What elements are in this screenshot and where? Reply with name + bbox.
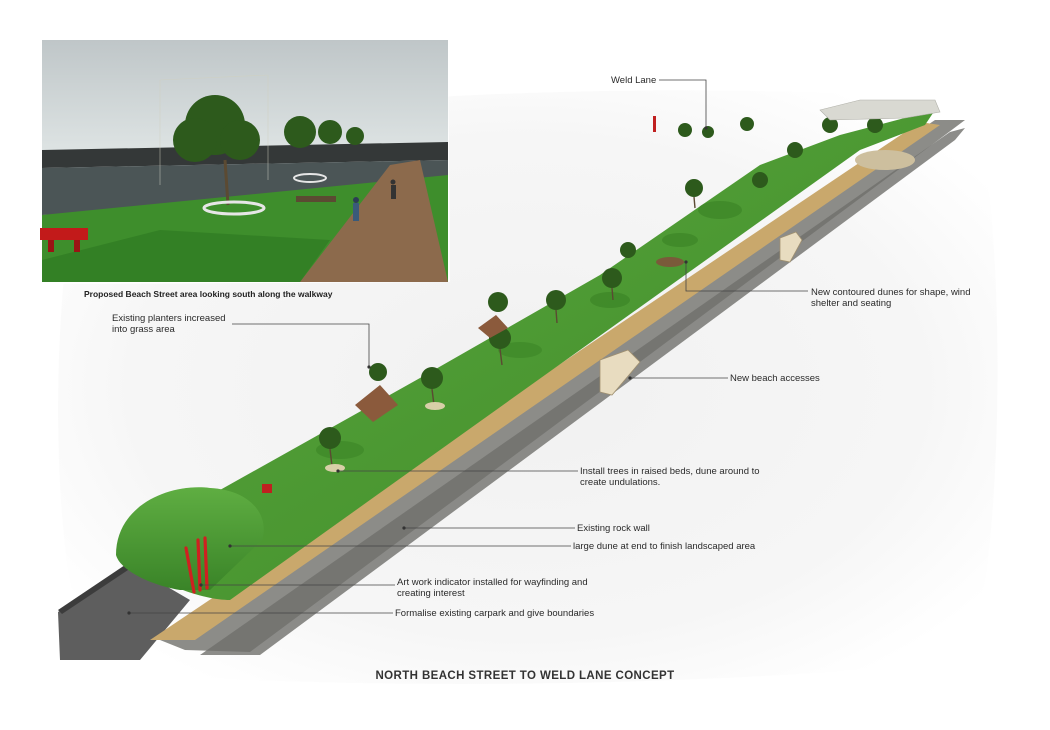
red-marker [653, 116, 656, 132]
callout-art-work: Art work indicator installed for wayfind… [397, 577, 588, 599]
callout-trees-line-1: Install trees in raised beds, dune aroun… [580, 466, 760, 477]
callout-dunes: New contoured dunes for shape, wind shel… [811, 287, 971, 309]
art-work-indicator [184, 536, 209, 594]
red-bench [262, 484, 272, 493]
trees [319, 117, 883, 449]
beach-access [779, 231, 803, 263]
callout-art-work-line-2: creating interest [397, 588, 465, 599]
rock-wall-shadow [200, 128, 965, 655]
callout-carpark: Formalise existing carpark and give boun… [395, 608, 595, 619]
buildings [819, 99, 941, 121]
drawing-title: NORTH BEACH STREET TO WELD LANE CONCEPT [375, 670, 675, 682]
callout-trees: Install trees in raised beds, dune aroun… [580, 466, 760, 488]
callout-planters-line-2: into grass area [112, 324, 175, 335]
dune [662, 233, 698, 247]
callout-trees-line-2: create undulations. [580, 477, 661, 488]
tree-trunks [329, 196, 696, 467]
callout-planters-line-1: Existing planters increased [112, 313, 226, 324]
inset-caption: Proposed Beach Street area looking south… [84, 289, 333, 299]
beach-access [599, 349, 641, 396]
callout-beach-access: New beach accesses [730, 373, 820, 384]
dune [698, 201, 742, 219]
plaza [855, 150, 915, 170]
callout-dunes-line-2: shelter and seating [811, 298, 892, 309]
callout-rock-wall: Existing rock wall [577, 523, 650, 534]
callout-planters: Existing planters increased into grass a… [112, 313, 226, 335]
callout-dunes-line-1: New contoured dunes for shape, wind [811, 287, 971, 298]
inset-view [40, 38, 450, 284]
carpark-edge [58, 563, 134, 614]
planter-beds [325, 257, 684, 472]
dune [498, 342, 542, 358]
callout-weld-lane: Weld Lane [611, 75, 657, 86]
callout-large-dune: large dune at end to finish landscaped a… [573, 541, 756, 552]
shelter-roof [478, 315, 508, 338]
shelter-roof [355, 385, 398, 422]
callout-dots [127, 126, 708, 615]
callout-lines [129, 79, 808, 614]
dune [590, 292, 630, 308]
large-dune [116, 487, 264, 590]
callout-art-work-line-1: Art work indicator installed for wayfind… [397, 577, 588, 588]
